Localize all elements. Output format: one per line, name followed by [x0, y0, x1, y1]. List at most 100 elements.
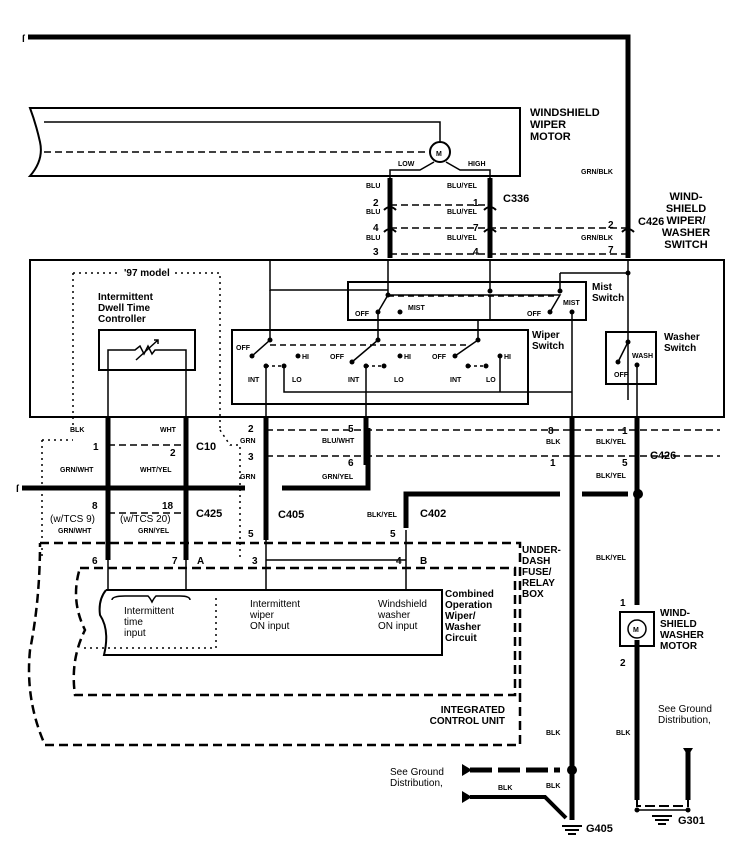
- mist-switch-label: Mist: [592, 282, 613, 293]
- high-label: HIGH: [468, 161, 486, 168]
- pin-label: 2: [170, 448, 176, 459]
- wire-label: BLK: [498, 785, 512, 792]
- off-label: OFF: [236, 345, 251, 352]
- wiper-switch-label: Wiper: [532, 330, 560, 341]
- lo-label: LO: [394, 377, 404, 384]
- wiper-motor: M LOW HIGH WINDSHIELD WIPER MOTOR: [27, 107, 600, 185]
- label-line: washer: [377, 610, 411, 621]
- label-line: Distribution,: [658, 715, 711, 726]
- pin-label: 5: [390, 529, 396, 540]
- connector-c426: C426: [638, 216, 664, 228]
- wire-label: BLU: [366, 209, 380, 216]
- label-line: SWITCH: [664, 239, 707, 251]
- label-line: Distribution,: [390, 778, 443, 789]
- combined-circuit-label: Combined: [445, 589, 494, 600]
- ground-icon: [562, 825, 582, 835]
- pin-label: 5: [622, 458, 628, 469]
- wire-label: GRN: [240, 474, 256, 481]
- label-line: Wiper/: [445, 611, 476, 622]
- pin-label: 2: [620, 658, 626, 669]
- motor-symbol: M: [633, 627, 639, 634]
- label-line: SHIELD: [660, 619, 697, 630]
- label-line: Controller: [98, 314, 146, 325]
- wiper-motor-label: WINDSHIELD: [530, 107, 600, 119]
- label-line: CONTROL UNIT: [430, 716, 505, 727]
- wiper-motor-label-2: WIPER: [530, 119, 566, 131]
- connector-c425: C425: [196, 508, 222, 520]
- pin-label: 8: [548, 426, 554, 437]
- hi-label: HI: [404, 354, 411, 361]
- pin-label: 1: [620, 598, 626, 609]
- pin-label: 2: [373, 198, 379, 209]
- connector-c402: C402: [420, 508, 446, 520]
- wire-label: BLU/WHT: [322, 438, 355, 445]
- wire-label: GRN/YEL: [138, 528, 170, 535]
- wire-label: BLK: [546, 439, 560, 446]
- pin-label: 3: [252, 556, 258, 567]
- underdash-outline: [72, 566, 517, 697]
- label-line: Switch: [532, 341, 564, 352]
- pin-label: 1: [473, 198, 479, 209]
- label-line: Washer: [445, 622, 481, 633]
- pin-label: 4: [373, 223, 379, 234]
- harness-top: ſ: [22, 34, 631, 220]
- pin-label: 2: [248, 424, 254, 435]
- hi-label: HI: [302, 354, 309, 361]
- svg-text:ſ: ſ: [16, 484, 20, 495]
- wire-label: GRN/BLK: [581, 235, 613, 242]
- dwell-controller-label: Intermittent: [98, 292, 154, 303]
- pin-label: 2: [608, 220, 614, 231]
- pin-label: 6: [348, 458, 354, 469]
- label-line: Switch: [664, 343, 696, 354]
- label-line: input: [124, 628, 146, 639]
- wire-label: WHT: [160, 427, 177, 434]
- pin-label: 3: [248, 452, 254, 463]
- ground-icon: [652, 815, 672, 825]
- break-mark: ſ: [22, 34, 26, 45]
- label-line: wiper: [249, 610, 275, 621]
- hi-label: HI: [504, 354, 511, 361]
- wire-label: BLK/YEL: [596, 555, 627, 562]
- pin-label: 4: [396, 556, 402, 567]
- label-line: DASH: [522, 556, 550, 567]
- label-line: ON input: [250, 621, 290, 632]
- wire-label: GRN/WHT: [58, 528, 92, 535]
- pin-label: 7: [172, 556, 178, 567]
- motor-icon: [627, 619, 647, 639]
- int-label: INT: [248, 377, 260, 384]
- switch-box: [29, 259, 725, 418]
- ground-dist-note: See Ground: [658, 704, 712, 715]
- washer-motor: [619, 611, 655, 647]
- label-line: MOTOR: [660, 641, 698, 652]
- pin-note: (w/TCS 20): [120, 514, 171, 525]
- wiper-motor-label-3: MOTOR: [530, 131, 571, 143]
- icu-label: INTEGRATED: [441, 705, 505, 716]
- int-label: INT: [348, 377, 360, 384]
- wire-label: BLK: [70, 427, 84, 434]
- ground-dist-note: See Ground: [390, 767, 444, 778]
- arrow-icon: [683, 748, 693, 756]
- time-input-label: Intermittent: [124, 606, 174, 617]
- wire-label: BLU/YEL: [447, 209, 478, 216]
- motor-symbol: M: [436, 151, 442, 158]
- connector-c426: C426: [650, 450, 676, 462]
- wire-label: GRN/WHT: [60, 467, 94, 474]
- wire-label: BLK/YEL: [367, 512, 398, 519]
- pin-label: 1: [550, 458, 556, 469]
- pin-label: 5: [248, 529, 254, 540]
- arrow-icon: [462, 764, 472, 803]
- washer-switch: [605, 331, 657, 385]
- wash-label: WASH: [632, 353, 653, 360]
- pin-label: A: [197, 556, 204, 567]
- lo-label: LO: [292, 377, 302, 384]
- label-line: SHIELD: [666, 203, 706, 215]
- motor-icon: [429, 141, 451, 163]
- dwell-controller-box: [98, 329, 196, 371]
- off-label: OFF: [527, 311, 542, 318]
- off-label: OFF: [355, 311, 370, 318]
- wire-label: BLU: [366, 183, 380, 190]
- wire-label: BLK: [546, 783, 560, 790]
- icu-outline: [27, 541, 522, 747]
- label-line: Operation: [445, 600, 492, 611]
